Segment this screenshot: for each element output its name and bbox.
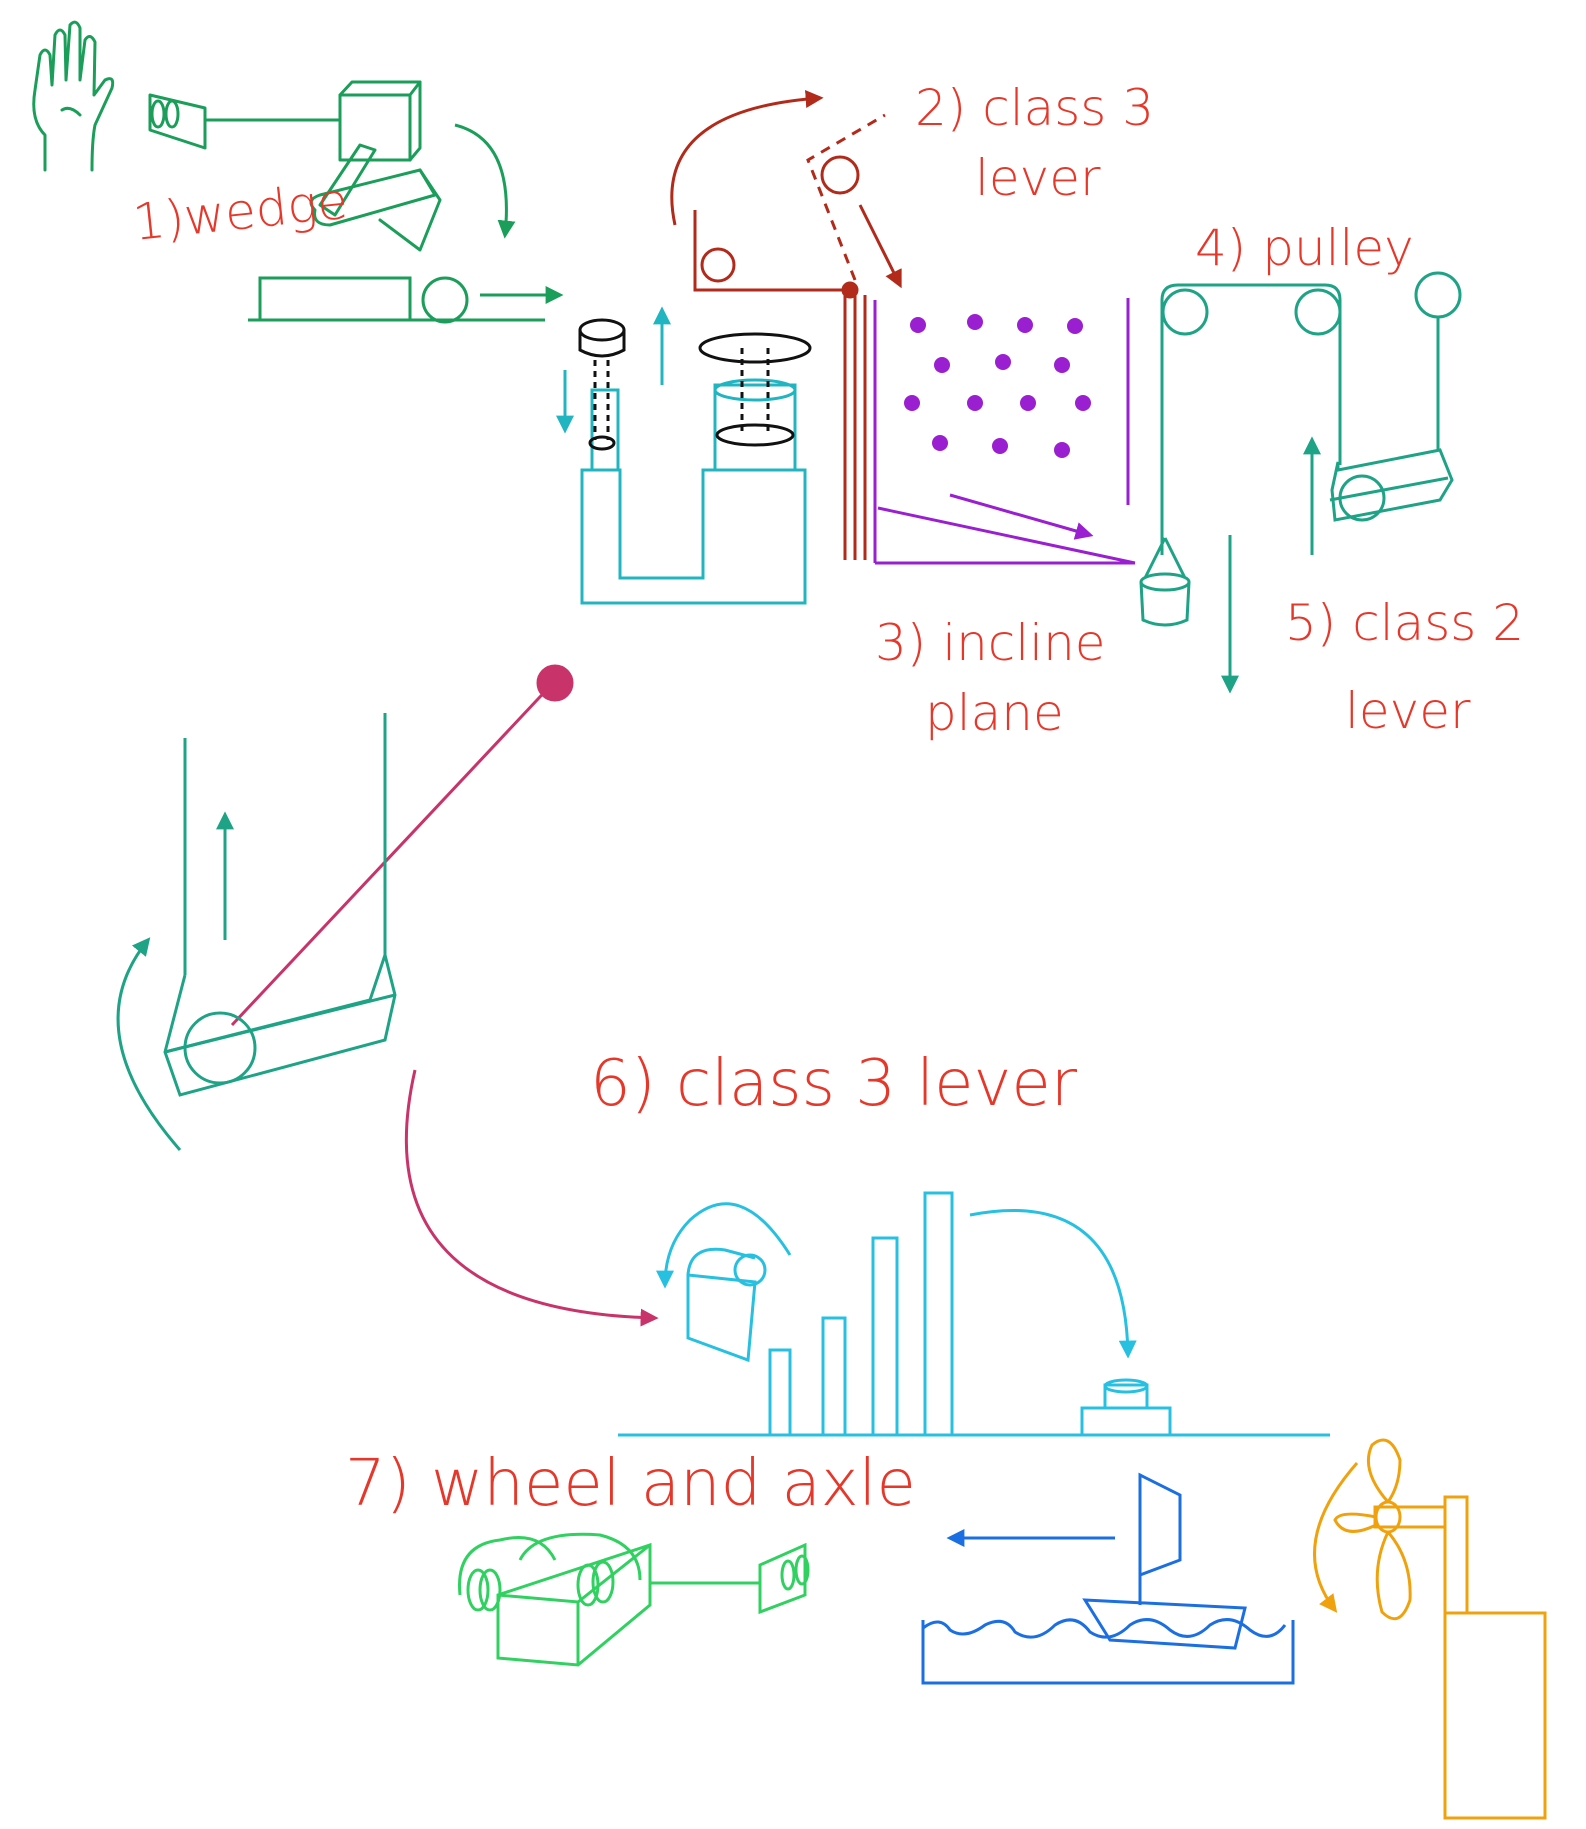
fan-icon (1333, 1438, 1547, 1820)
ball-icon (248, 276, 545, 324)
incline-arrow (949, 493, 1094, 540)
incline-plane-icon (873, 298, 1136, 565)
wedge-arrow (454, 123, 516, 239)
domino-end-arrow (969, 1209, 1137, 1359)
step2-label-line1: 2) class 3 (915, 79, 1154, 137)
swing-curve-arrow (116, 937, 182, 1151)
dominoes-icon (618, 1191, 1330, 1437)
step1-label: 1)wedge (130, 172, 350, 252)
step5-label-line1: 5) class 2 (1285, 594, 1524, 652)
step6-label: 6) class 3 lever (590, 1047, 1078, 1121)
fan-arrow (1313, 1462, 1359, 1613)
lever-arm-icon (693, 113, 886, 560)
hydraulic-press-icon (578, 318, 812, 605)
step7-label: 7) wheel and axle (345, 1447, 916, 1521)
step2-label-line2: lever (975, 149, 1101, 207)
step3-label-line2: plane (925, 684, 1064, 742)
sailboat-icon (921, 1472, 1295, 1685)
seesaw-icon (1329, 448, 1454, 522)
push-button-icon (1080, 1378, 1172, 1437)
step3-label-line1: 3) incline (875, 614, 1106, 672)
wheel-axle-icon (458, 1532, 810, 1667)
domino-start-arrow (656, 1202, 792, 1289)
bucket-icon (1139, 537, 1191, 627)
step5-label-line2: lever (1345, 682, 1471, 740)
lever-swing-arrow (670, 90, 824, 226)
hand-icon (32, 20, 115, 172)
pendulum-icon (230, 664, 574, 1027)
lever-fall-arrow (858, 204, 902, 289)
pendulum-path-arrow (405, 1069, 659, 1327)
marbles-icon (904, 314, 1091, 458)
swing-icon (163, 713, 397, 1097)
pulley-icon (1160, 271, 1462, 555)
wedge-icon (148, 80, 442, 252)
step4-label: 4) pulley (1195, 219, 1414, 277)
